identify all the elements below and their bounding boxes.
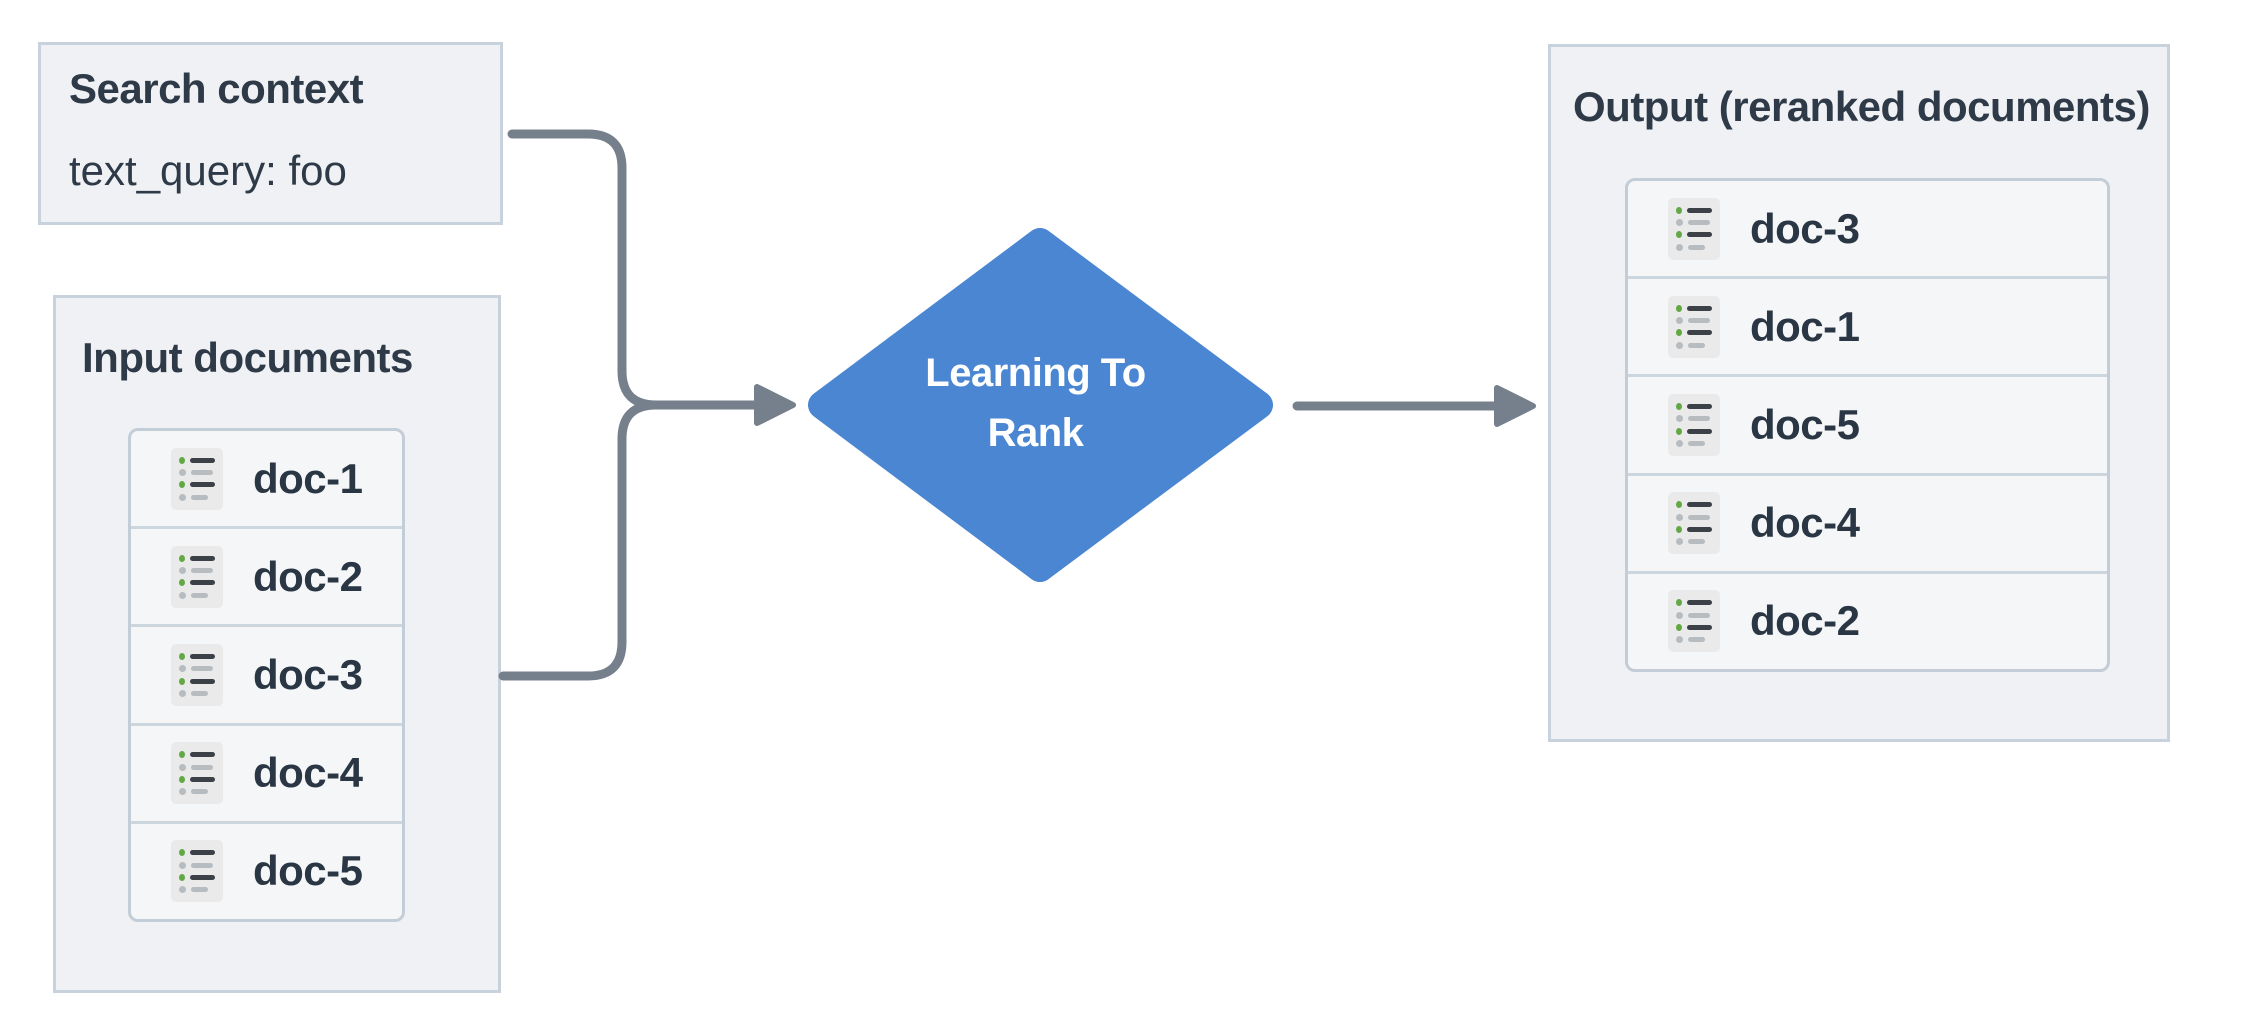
document-list-icon [171, 644, 223, 706]
learning-to-rank-line1: Learning To [925, 350, 1146, 395]
output-arrowhead [1494, 385, 1536, 427]
document-row: doc-1 [131, 431, 402, 526]
input-documents-list: doc-1 doc-2 doc-3 [128, 428, 405, 922]
search-query-text: text_query: foo [69, 147, 347, 194]
merge-arrow-top-branch [507, 129, 761, 410]
document-label: doc-4 [1750, 499, 1860, 547]
document-list-icon [1668, 394, 1720, 456]
merge-arrow-bottom-branch [498, 400, 661, 681]
document-row: doc-2 [1628, 570, 2107, 669]
learning-to-rank-line2: Rank [987, 410, 1084, 455]
document-label: doc-2 [253, 552, 363, 600]
document-row: doc-5 [1628, 374, 2107, 472]
document-label: doc-3 [1750, 204, 1860, 252]
document-row: doc-3 [1628, 181, 2107, 276]
document-label: doc-3 [253, 651, 363, 698]
document-label: doc-4 [253, 749, 363, 797]
document-list-icon [171, 840, 223, 903]
document-list-icon [1668, 590, 1720, 653]
document-row: doc-5 [131, 820, 402, 919]
document-row: doc-3 [131, 624, 402, 722]
document-label: doc-1 [253, 454, 363, 502]
document-row: doc-2 [131, 526, 402, 624]
document-row: doc-1 [1628, 276, 2107, 374]
search-context-title: Search context [69, 65, 364, 112]
document-label: doc-5 [253, 847, 363, 895]
document-list-icon [1668, 197, 1720, 260]
document-list-icon [171, 447, 223, 510]
document-row: doc-4 [1628, 472, 2107, 571]
document-list-icon [171, 742, 223, 805]
learning-to-rank-label: Learning To Rank [808, 230, 1263, 575]
document-list-icon [171, 545, 223, 608]
output-documents-list: doc-3 doc-1 doc-5 [1625, 178, 2110, 672]
document-label: doc-1 [1750, 302, 1860, 350]
merge-arrowhead [754, 384, 796, 426]
document-list-icon [1668, 492, 1720, 555]
document-row: doc-4 [131, 722, 402, 821]
document-label: doc-2 [1750, 597, 1860, 645]
document-label: doc-5 [1750, 401, 1860, 448]
search-context-panel: Search context text_query: foo [38, 42, 503, 225]
document-list-icon [1668, 295, 1720, 358]
input-documents-title: Input documents [82, 334, 413, 381]
output-documents-title: Output (reranked documents) [1573, 83, 2150, 130]
